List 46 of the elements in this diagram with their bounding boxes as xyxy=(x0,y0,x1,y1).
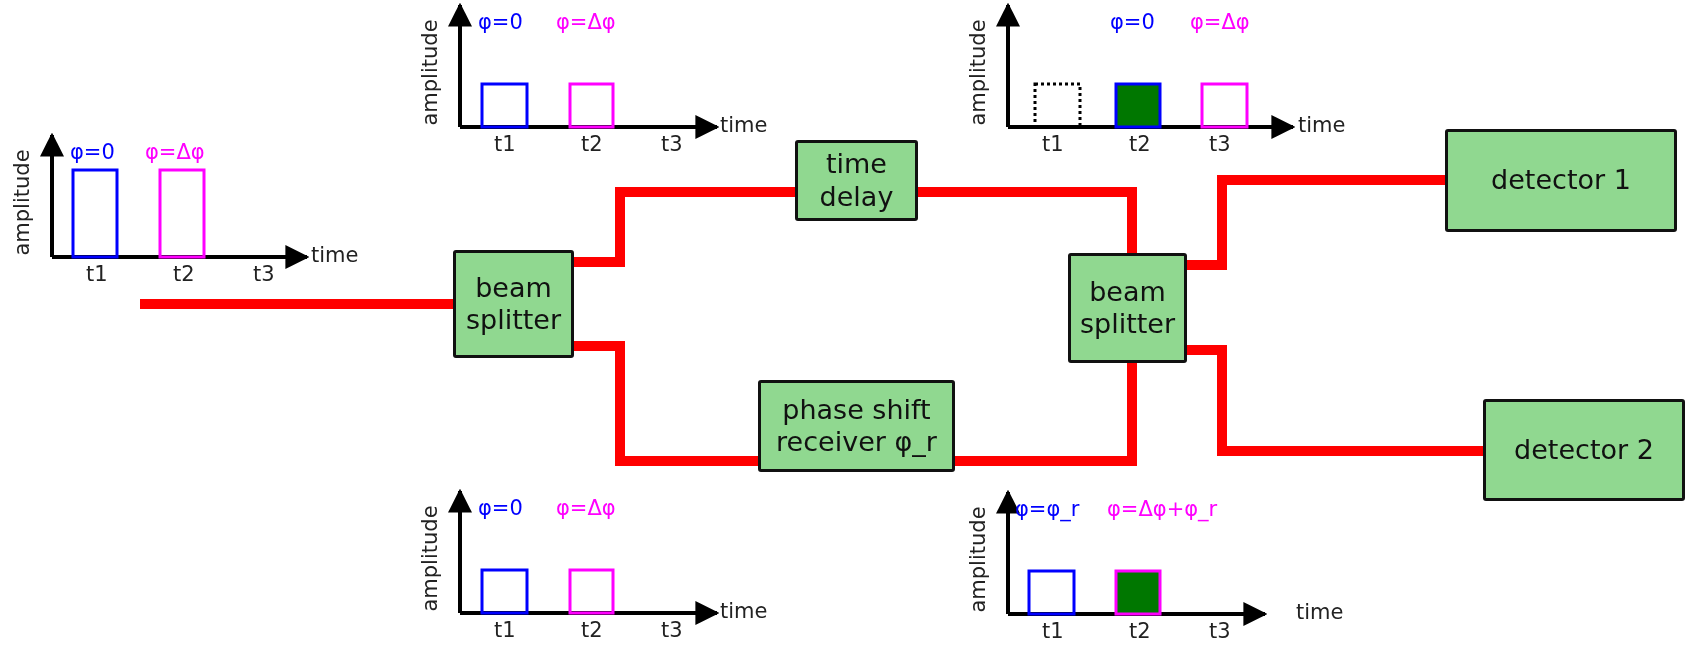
axis-label: time xyxy=(311,244,359,266)
phase-label: φ=0 xyxy=(1110,11,1155,33)
phase-label: φ=Δφ+φ_r xyxy=(1107,498,1218,520)
phase-label: φ=0 xyxy=(478,11,523,33)
detector-box: detector 1 xyxy=(1445,129,1677,232)
tick-label: t3 xyxy=(1209,620,1231,642)
tick-label: t3 xyxy=(661,619,683,641)
axis-label: time xyxy=(720,114,768,136)
axis-label: amplitude xyxy=(11,148,33,256)
phase-label: φ=Δφ xyxy=(1190,11,1250,33)
tick-label: t3 xyxy=(1209,133,1231,155)
time-delay-box: time delay xyxy=(795,140,918,221)
axis-label: amplitude xyxy=(419,504,441,612)
axis-label: amplitude xyxy=(419,18,441,126)
phase-label: φ=0 xyxy=(478,497,523,519)
tick-label: t2 xyxy=(581,619,603,641)
tick-label: t3 xyxy=(253,263,275,285)
detector-box: detector 2 xyxy=(1483,399,1685,501)
tick-label: t1 xyxy=(494,619,516,641)
axis-label: amplitude xyxy=(967,18,989,126)
tick-label: t2 xyxy=(581,133,603,155)
tick-label: t1 xyxy=(494,133,516,155)
phase-label: φ=Δφ xyxy=(145,141,205,163)
beam-line xyxy=(918,187,1137,253)
phase-label: φ=φ_r xyxy=(1015,498,1080,520)
axis-label: amplitude xyxy=(967,505,989,613)
tick-label: t1 xyxy=(86,263,108,285)
beam-splitter-box: beam splitter xyxy=(453,250,574,358)
tick-label: t2 xyxy=(173,263,195,285)
axis-label: time xyxy=(720,600,768,622)
phase-label: φ=0 xyxy=(70,141,115,163)
tick-label: t1 xyxy=(1042,620,1064,642)
phase-label: φ=Δφ xyxy=(556,11,616,33)
tick-label: t2 xyxy=(1129,133,1151,155)
beam-line xyxy=(1187,345,1483,456)
beam-splitter-box: beam splitter xyxy=(1068,253,1187,363)
phase-shift-box: phase shift receiver φ_r xyxy=(758,380,955,472)
phase-label: φ=Δφ xyxy=(556,497,616,519)
tick-label: t3 xyxy=(661,133,683,155)
tick-label: t1 xyxy=(1042,133,1064,155)
beam-line xyxy=(140,299,453,309)
axis-label: time xyxy=(1296,601,1344,623)
tick-label: t2 xyxy=(1129,620,1151,642)
beam-line xyxy=(1187,175,1445,270)
beam-line xyxy=(955,363,1137,466)
axis-label: time xyxy=(1298,114,1346,136)
